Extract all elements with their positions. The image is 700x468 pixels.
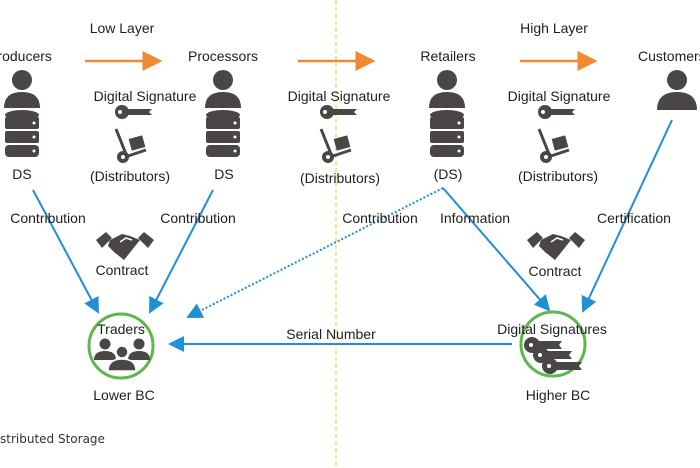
distributed-storage-legend: stributed Storage	[0, 432, 105, 446]
edge-label-producers-contribution: Contribution	[10, 210, 86, 226]
person-icon	[657, 70, 697, 110]
edge-label-customers-certification: Certification	[597, 210, 671, 226]
distributor-1-label: (Distributors)	[89, 168, 171, 184]
edge-label-processors-contribution: Contribution	[160, 210, 236, 226]
higher-contract-label: Contract	[528, 263, 582, 279]
keys-icon	[524, 337, 582, 374]
person-database-icon	[205, 70, 241, 157]
actor-customers-label: Customers	[638, 48, 700, 64]
actor-processors-label: Processors	[187, 48, 259, 64]
key-cart-icon	[537, 105, 575, 163]
lower-contract-label: Contract	[95, 262, 149, 278]
edge-producers-lower-bc	[32, 189, 99, 314]
edge-label-retailers-information: Information	[439, 210, 511, 226]
distributor-2-signature-label: Digital Signature	[287, 88, 391, 104]
low-layer-label: Low Layer	[89, 20, 155, 36]
edge-label-retailers-contribution: Contribution	[342, 210, 418, 226]
key-cart-icon	[319, 105, 357, 163]
distributor-3-label: (Distributors)	[517, 168, 599, 184]
distributor-2-label: (Distributors)	[299, 170, 381, 186]
actor-producers-label: Producers	[0, 48, 52, 64]
group-users-icon	[94, 338, 150, 372]
actor-retailers-label: Retailers	[420, 48, 476, 64]
higher-bc-ring	[519, 310, 587, 378]
processors-store-label: DS	[214, 166, 234, 182]
distributor-1-signature-label: Digital Signature	[93, 88, 197, 104]
key-cart-icon	[114, 105, 152, 163]
lower-bc-title: Traders	[97, 321, 145, 337]
higher-bc-label: Higher BC	[525, 387, 591, 403]
handshake-icon	[96, 232, 154, 260]
edge-retailers-lower-bc-dotted	[186, 187, 444, 318]
high-layer-label: High Layer	[520, 20, 588, 36]
person-database-icon	[429, 70, 465, 157]
producers-store-label: DS	[12, 166, 32, 182]
edge-customers-higher-bc	[581, 119, 673, 313]
lower-bc-ring	[87, 312, 155, 380]
edge-retailers-higher-bc	[442, 187, 551, 312]
handshake-icon	[527, 232, 585, 260]
edge-label-serial-number: Serial Number	[286, 326, 376, 342]
person-database-icon	[4, 70, 40, 157]
higher-bc-title: Digital Signatures	[497, 321, 607, 337]
distributor-3-signature-label: Digital Signature	[507, 88, 611, 104]
edge-processors-lower-bc	[149, 189, 214, 314]
lower-bc-label: Lower BC	[93, 387, 155, 403]
retailers-store-label: (DS)	[433, 166, 463, 182]
